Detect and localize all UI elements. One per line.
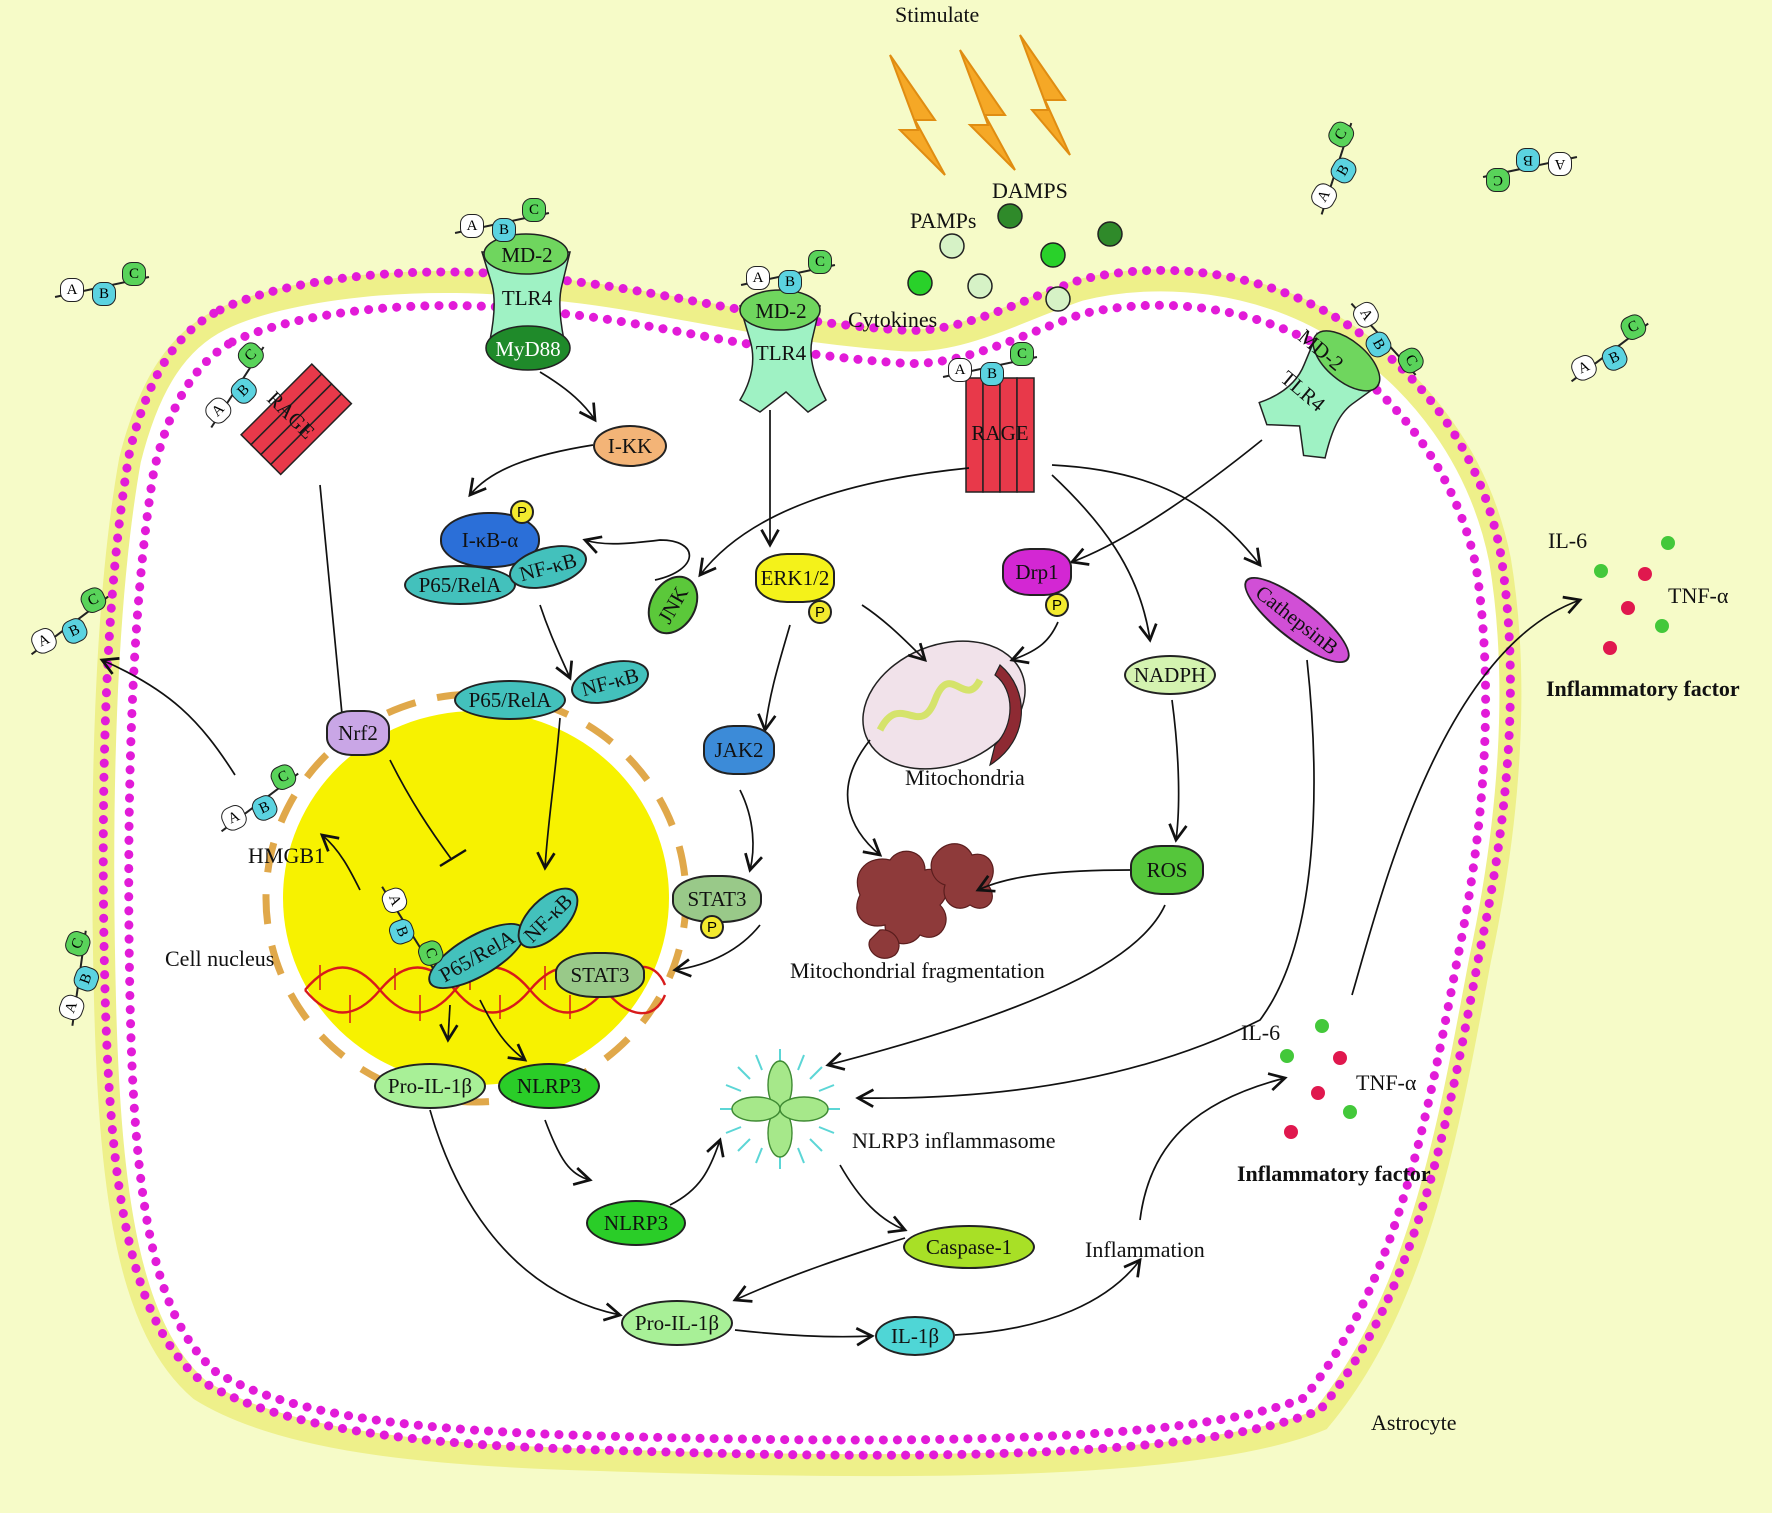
inflammation-label: Inflammation: [1085, 1237, 1205, 1262]
phospho-tag-stat3: P: [700, 915, 724, 939]
inflammatory-factor-dots: [1280, 536, 1675, 1139]
rage-receptor-right: [965, 377, 1035, 493]
nlrp3-inflammasome-icon: [720, 1049, 840, 1169]
hmgb1-domain-c: C: [1486, 168, 1510, 192]
pro-il1b-node-nucleus: Pro-IL-1β: [374, 1063, 486, 1109]
hmgb1-domain-a: A: [1307, 179, 1341, 213]
il1b-node: IL-1β: [875, 1316, 955, 1356]
tlr4-receptor-right: [1258, 330, 1381, 459]
myd88-label: MyD88: [495, 336, 561, 361]
nrf2-node: Nrf2: [326, 710, 390, 756]
hmgb1-domain-a: A: [60, 278, 84, 302]
il6-label-inside: IL-6: [1241, 1020, 1281, 1045]
damps-pamps-dots: [907, 203, 1123, 312]
hmgb1-domain-b: B: [778, 270, 802, 294]
hmgb1-domain-a: A: [56, 992, 88, 1023]
hmgb1-domain-c: C: [1617, 311, 1650, 344]
ros-node: ROS: [1130, 845, 1204, 895]
erk12-node: ERK1/2: [755, 553, 835, 603]
stimulus-lightning-icons: [889, 34, 1071, 176]
phospho-tag-ikba: P: [510, 500, 534, 524]
hmgb1-label: HMGB1: [248, 843, 326, 868]
hmgb1-domain-a: A: [460, 214, 484, 238]
tlr4-receptor-left: [480, 233, 571, 371]
nlrp3-inflammasome-label: NLRP3 inflammasome: [852, 1128, 1056, 1153]
hmgb1-domain-b: B: [1516, 148, 1540, 172]
tlr4-label-middle: TLR4: [755, 340, 807, 365]
mitochondrial-fragmentation-label: Mitochondrial fragmentation: [790, 958, 1045, 983]
hmgb1-domain-c: C: [808, 250, 832, 274]
cytokines-label: Cytokines: [848, 307, 938, 332]
pro-il1b-node-cytoplasm: Pro-IL-1β: [621, 1300, 733, 1346]
hmgb1-domain-c: C: [1010, 342, 1034, 366]
hmgb1-domain-c: C: [77, 584, 110, 617]
hmgb1-domain-c: C: [267, 761, 300, 794]
drp1-node: Drp1: [1002, 548, 1072, 596]
hmgb1-domain-c: C: [415, 937, 447, 969]
rage-label-right: RAGE: [971, 420, 1029, 445]
stat3-node-nucleus: STAT3: [555, 952, 645, 998]
cell-membrane-outer-dots: [98, 265, 1515, 1460]
hmgb1-domain-a: A: [746, 266, 770, 290]
hmgb1-domain-a: A: [1349, 298, 1383, 332]
tnf-label-inside: TNF-α: [1356, 1070, 1417, 1095]
stimulate-label: Stimulate: [895, 2, 980, 27]
phospho-tag-drp1: P: [1045, 593, 1069, 617]
tlr4-receptor-middle: [738, 289, 827, 413]
phospho-tag-erk: P: [808, 600, 832, 624]
mitochondria-label: Mitochondria: [905, 765, 1025, 790]
ikk-node: I-KK: [593, 425, 667, 467]
hmgb1-domain-c: C: [62, 928, 94, 960]
pathway-arrows: [99, 371, 1583, 1347]
nlrp3-node-nucleus: NLRP3: [498, 1063, 600, 1109]
pamps-label: PAMPs: [910, 208, 977, 233]
p65-node-cytoplasm: P65/RelA: [404, 565, 516, 605]
cell-nucleus-label: Cell nucleus: [165, 946, 275, 971]
p65-node-translocated: P65/RelA: [454, 680, 566, 720]
cell-membrane-inner-dots: [124, 300, 1491, 1445]
nadph-node: NADPH: [1124, 655, 1216, 695]
hmgb1-domain-b: B: [92, 282, 116, 306]
tnf-label-outside: TNF-α: [1668, 583, 1729, 608]
rage-receptor-left: [240, 363, 353, 476]
hmgb1-domain-a: A: [1548, 152, 1572, 176]
jak2-node: JAK2: [703, 725, 775, 775]
hmgb1-domain-c: C: [522, 198, 546, 222]
tlr4-label-left: TLR4: [501, 285, 553, 310]
stat3-node-cytoplasm: STAT3: [672, 875, 762, 923]
caspase1-node: Caspase-1: [903, 1225, 1035, 1269]
nlrp3-node-cytoplasm: NLRP3: [586, 1200, 686, 1246]
hmgb1-domain-b: B: [980, 362, 1004, 386]
damps-label: DAMPS: [992, 178, 1068, 203]
inflammatory-factor-label-inside: Inflammatory factor: [1237, 1161, 1431, 1186]
inflammatory-factor-label-outside: Inflammatory factor: [1546, 676, 1740, 701]
astrocyte-label: Astrocyte: [1371, 1410, 1457, 1435]
hmgb1-domain-a: A: [948, 358, 972, 382]
hmgb1-domain-b: B: [492, 218, 516, 242]
md2-label-left: MD-2: [501, 242, 553, 267]
hmgb1-domain-c: C: [122, 262, 146, 286]
il6-label-outside: IL-6: [1548, 528, 1588, 553]
md2-label-middle: MD-2: [755, 298, 807, 323]
